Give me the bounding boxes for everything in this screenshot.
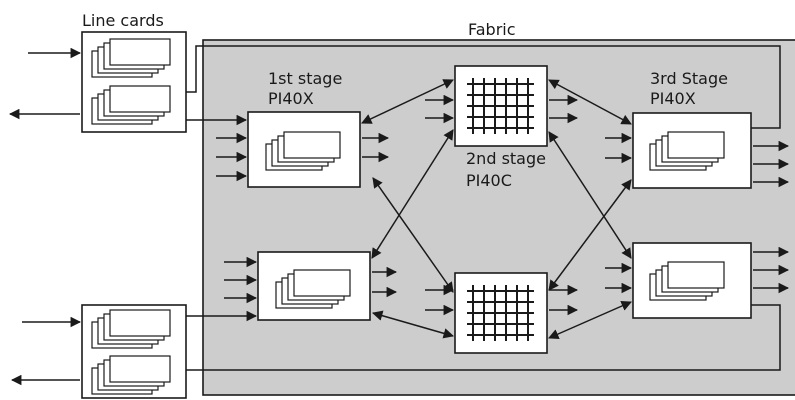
card-stack-icon (649, 131, 725, 171)
stage3-chip-label: PI40X (650, 89, 696, 108)
line-card-bottom (81, 304, 187, 399)
stage3-switch-top (632, 112, 752, 189)
stage1-inputs (216, 132, 258, 304)
stage2-chip-label: PI40C (466, 171, 512, 190)
stage3-outputs (753, 140, 790, 294)
stage2-crossbar-top (454, 65, 548, 147)
crossbar-grid-icon (467, 285, 534, 341)
line-cards-label: Line cards (82, 11, 164, 30)
card-stack-icon (91, 309, 171, 349)
stage3-label: 3rd Stage (650, 69, 728, 88)
stage1-label: 1st stage (268, 69, 342, 88)
stage3-switch-bottom (632, 242, 752, 319)
card-stack-icon (91, 38, 171, 78)
stage2-label: 2nd stage (466, 149, 546, 168)
stage2-crossbar-bottom (454, 272, 548, 354)
line-card-top (81, 31, 187, 133)
card-stack-icon (275, 269, 351, 309)
crossbar-grid-icon (467, 78, 534, 134)
card-stack-icon (91, 355, 171, 395)
stage1-chip-label: PI40X (268, 89, 314, 108)
ingress-links (186, 114, 258, 322)
egress-return-paths (186, 45, 781, 371)
stage1-switch-bottom (257, 251, 371, 321)
card-stack-icon (649, 261, 725, 301)
card-stack-icon (91, 85, 171, 125)
external-links (8, 47, 82, 386)
stage-interconnects (361, 79, 632, 340)
stage1-switch-top (247, 111, 361, 188)
fabric-label: Fabric (468, 20, 516, 39)
card-stack-icon (265, 131, 341, 171)
